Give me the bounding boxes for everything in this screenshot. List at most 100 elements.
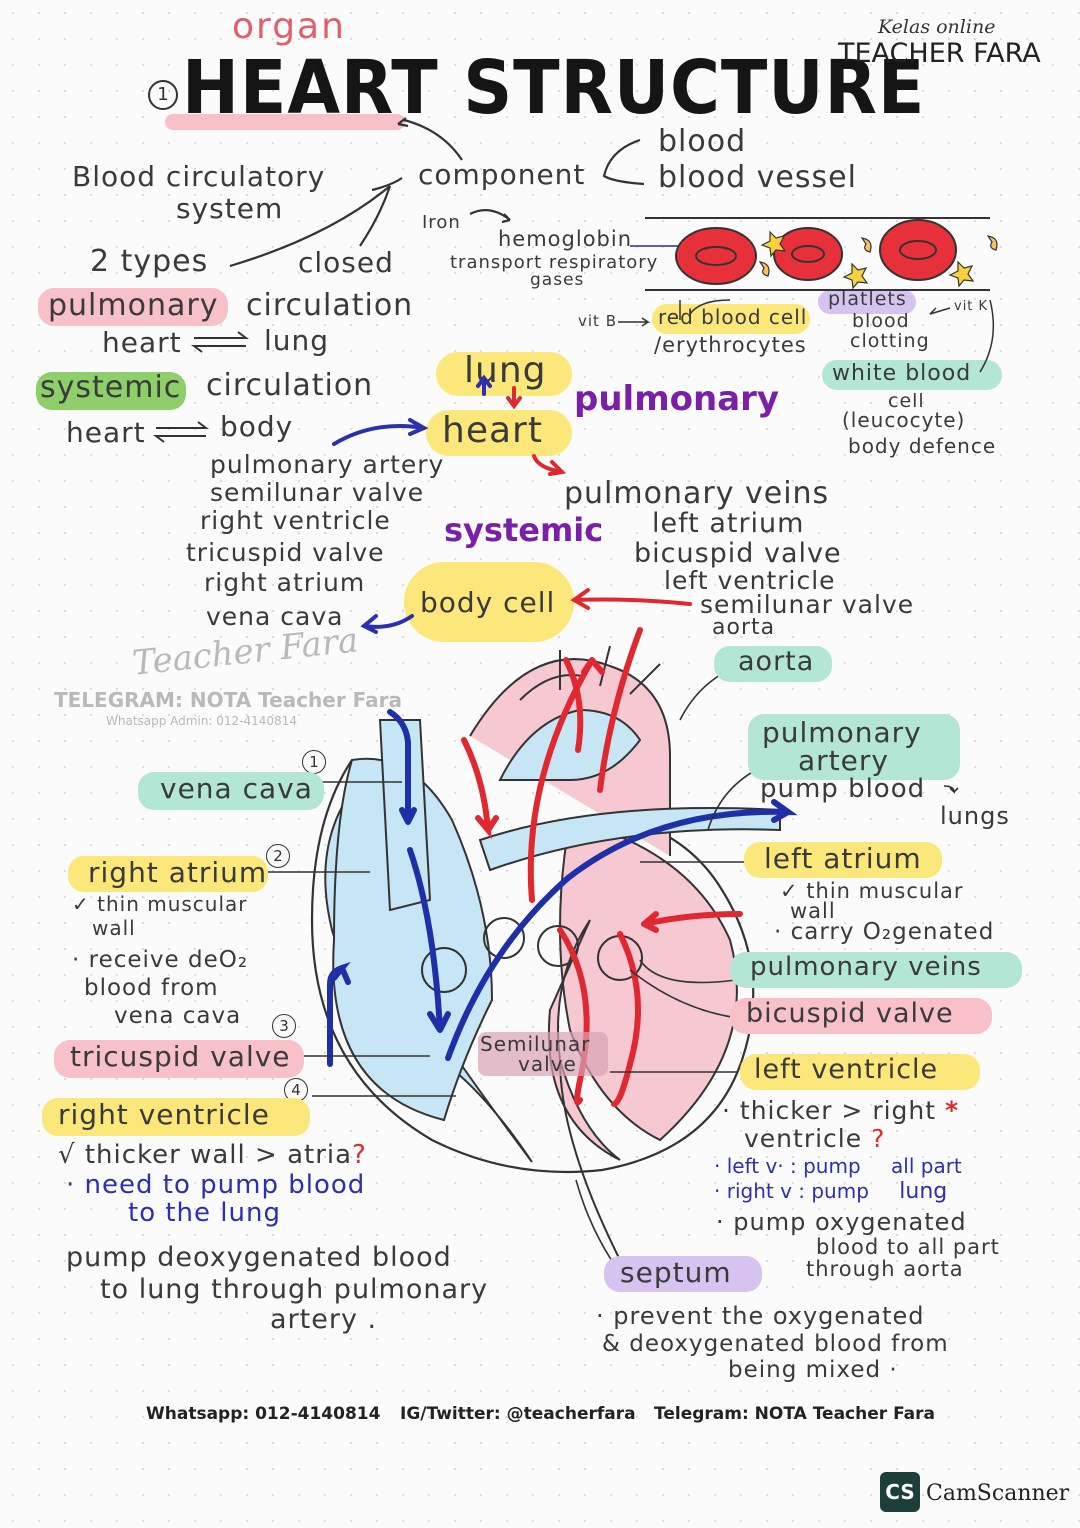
ra-note-2: wall: [92, 916, 136, 940]
septum-highlight: [604, 1256, 762, 1292]
left-atrium-highlight: [744, 842, 942, 878]
path-left-2: right ventricle: [200, 506, 391, 535]
exchange-arrows: [153, 331, 249, 443]
hemoglobin-label: hemoglobin: [498, 227, 633, 251]
step-2-badge: 2: [266, 844, 290, 868]
heart-blood-flow: [327, 627, 798, 1107]
lv-note-4: · right v : pump lung: [714, 1179, 948, 1204]
path-right-2: bicuspid valve: [634, 538, 842, 569]
rv-note-1: √ thicker wall > atria?: [58, 1140, 367, 1170]
telegram-watermark: TELEGRAM: NOTA Teacher Fara: [54, 688, 403, 712]
ra-note-5: vena cava: [114, 1003, 242, 1029]
ra-note-4: blood from: [84, 975, 219, 1001]
lungs-note: lungs: [940, 802, 1010, 830]
lv-note-1: · thicker > right *: [722, 1096, 960, 1125]
platlets-highlight: [818, 290, 916, 314]
transport-label: transport respiratory: [450, 252, 659, 273]
pump-blood-note: pump blood: [760, 774, 926, 804]
gases-label: gases: [530, 270, 585, 290]
brand-subtitle: Kelas online: [878, 16, 996, 38]
organ-label: organ: [232, 6, 346, 47]
right-atrium-highlight: [68, 856, 268, 892]
lv-star: *: [945, 1096, 960, 1125]
path-left-3: tricuspid valve: [186, 538, 385, 567]
label-aorta: aorta: [738, 646, 815, 677]
semilunar-highlight: [478, 1032, 608, 1076]
clotting-label-1: blood: [852, 310, 910, 332]
closed-label: closed: [298, 246, 394, 279]
path-right-0: pulmonary veins: [564, 476, 830, 511]
blood-vessel-label: blood vessel: [658, 160, 857, 195]
lung-label: lung: [264, 324, 330, 357]
heart-label: heart: [102, 326, 182, 359]
label-left-atrium: left atrium: [764, 842, 922, 875]
label-pulmonary-veins: pulmonary veins: [750, 952, 982, 982]
leucocyte-label: (leucocyte): [842, 408, 966, 432]
label-right-atrium: right atrium: [88, 856, 268, 889]
flow-lung: lung: [464, 350, 547, 391]
rbc-label: red blood cell: [658, 305, 808, 329]
bicuspid-highlight: [730, 998, 992, 1034]
lung-highlight: [436, 352, 572, 396]
blood-label: blood: [658, 124, 747, 159]
whatsapp-watermark: Whatsapp Admin: 012-4140814: [106, 714, 297, 728]
vena-cava-highlight: [138, 772, 324, 810]
title-underline: [165, 114, 405, 130]
footer-telegram: Telegram: NOTA Teacher Fara: [654, 1404, 936, 1424]
body-label: body: [220, 410, 294, 443]
wbc-label: white blood: [832, 361, 972, 386]
page-title: HEART STRUCTURE: [182, 45, 926, 131]
component-label: component: [418, 158, 586, 191]
rv-question-mark: ?: [352, 1140, 367, 1170]
septum-note-1: · prevent the oxygenated: [596, 1302, 925, 1330]
wbc-highlight: [822, 360, 1002, 390]
heart-highlight: [426, 410, 572, 456]
path-right-4: semilunar valve: [700, 590, 915, 619]
label-septum: septum: [620, 1256, 732, 1289]
label-semilunar-1: Semilunar: [480, 1032, 591, 1056]
systemic-label: systemic: [40, 370, 182, 405]
lv-note-7: through aorta: [806, 1257, 964, 1281]
heart-label-2: heart: [66, 416, 146, 449]
vitk-label: vit K: [954, 299, 989, 314]
rv-note-6: artery .: [270, 1304, 378, 1335]
flow-pulmonary: pulmonary: [574, 379, 780, 419]
lv-note-3: · left v· : pump all part: [714, 1154, 962, 1178]
label-vena-cava: vena cava: [160, 772, 313, 805]
blood-vessel-illustration: [618, 217, 998, 373]
types-label: 2 types: [90, 244, 209, 279]
flow-heart: heart: [442, 410, 543, 451]
step-3-badge: 3: [272, 1014, 296, 1038]
rv-note-2: · need to pump blood: [66, 1170, 366, 1200]
path-right-3: left ventricle: [664, 566, 836, 595]
clotting-label-2: clotting: [850, 330, 930, 352]
label-left-ventricle: left ventricle: [754, 1054, 939, 1085]
rv-note-4: pump deoxygenated blood: [66, 1242, 452, 1273]
footer-ig: IG/Twitter: @teacherfara: [400, 1404, 636, 1424]
pulmonary-label: pulmonary: [48, 288, 219, 323]
tricuspid-highlight: [54, 1040, 304, 1078]
erythrocytes-label: /erythrocytes: [654, 333, 807, 357]
ra-note-3: · receive deO₂: [72, 947, 249, 973]
section-number: 1: [148, 80, 178, 110]
system-label-2: system: [176, 192, 284, 225]
pulmonary-veins-highlight: [730, 952, 1022, 988]
brand-title: TEACHER FARA: [838, 38, 1041, 69]
flow-systemic: systemic: [444, 511, 604, 549]
left-ventricle-highlight: [740, 1054, 980, 1090]
defence-label: body defence: [848, 434, 997, 458]
path-left-5: vena cava: [206, 602, 344, 631]
path-left-0: pulmonary artery: [210, 450, 445, 479]
body-cell-highlight: [404, 562, 574, 642]
footer-whatsapp: Whatsapp: 012-4140814: [146, 1404, 381, 1424]
cell-label: cell: [888, 390, 925, 412]
step-1-badge: 1: [302, 750, 326, 774]
path-right-1: left atrium: [652, 508, 805, 539]
concept-arrows: [229, 117, 645, 268]
la-note-1: ✓ thin muscular: [780, 879, 964, 903]
rv-note-3: to the lung: [128, 1198, 281, 1228]
camscanner-logo-icon: CS: [880, 1472, 920, 1512]
lv-note-2: ventricle ?: [744, 1124, 886, 1153]
label-semilunar-2: valve: [518, 1052, 577, 1076]
